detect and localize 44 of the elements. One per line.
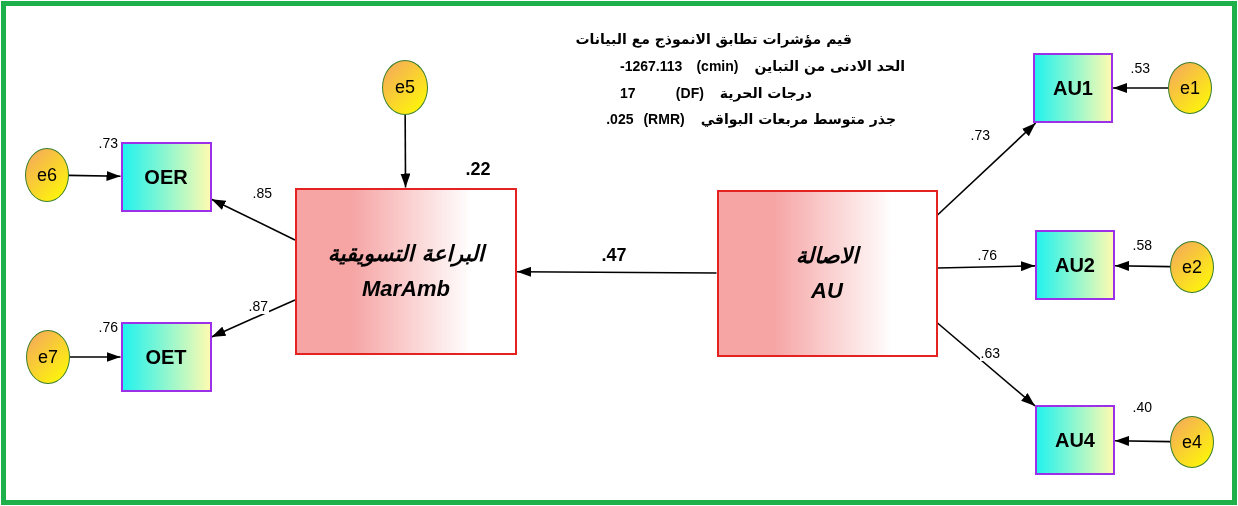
edge-label: .87: [247, 298, 269, 314]
arrow: [400, 113, 411, 189]
arrow: [68, 171, 122, 181]
value-label: .58: [1132, 237, 1152, 253]
edge-label: .63: [979, 345, 1001, 361]
edge-label: .73: [969, 127, 991, 143]
indicator-box: OET: [120, 322, 212, 392]
value-label: .73: [98, 135, 118, 151]
index-code: (cmin): [696, 58, 739, 75]
index-value: .025: [606, 111, 634, 128]
arrow: [516, 266, 718, 277]
indicator-box: OER: [120, 142, 212, 212]
error-circle: e1: [1168, 62, 1212, 114]
index-value: -1267.113: [620, 58, 683, 75]
arrow: [69, 352, 122, 362]
arrow: [210, 198, 296, 241]
error-circle: e4: [1170, 416, 1214, 468]
edge-label: .76: [976, 247, 998, 263]
index-code: (DF): [675, 85, 704, 102]
arrow: [210, 299, 296, 338]
table-title: قيم مؤشرات تطابق الانموذج مع البيانات: [575, 31, 852, 48]
indicator-box: AU4: [1035, 405, 1115, 475]
indicator-box: AU2: [1035, 230, 1115, 300]
error-circle: e5: [382, 59, 428, 115]
index-name: جذر متوسط مربعات البواقي: [700, 111, 896, 128]
index-value: 17: [620, 85, 636, 102]
index-name: درجات الحرية: [719, 85, 812, 102]
index-code: (RMR): [643, 111, 685, 128]
value-label: .76: [98, 319, 118, 335]
arrow: [1112, 83, 1169, 93]
arrow: [936, 322, 1036, 407]
value-label: .22: [465, 160, 491, 180]
arrow: [936, 261, 1036, 272]
edge-label: .85: [251, 185, 273, 201]
indicator-box: AU1: [1033, 53, 1113, 123]
error-circle: e6: [25, 148, 69, 202]
error-circle: e7: [26, 330, 70, 384]
value-label: .53: [1130, 60, 1150, 76]
arrow: [1114, 260, 1171, 271]
arrow: [1114, 435, 1171, 446]
arrow: [936, 122, 1037, 216]
index-name: الحد الادنى من التباين: [754, 58, 905, 75]
value-label: .40: [1132, 399, 1152, 415]
error-circle: e2: [1170, 241, 1214, 293]
